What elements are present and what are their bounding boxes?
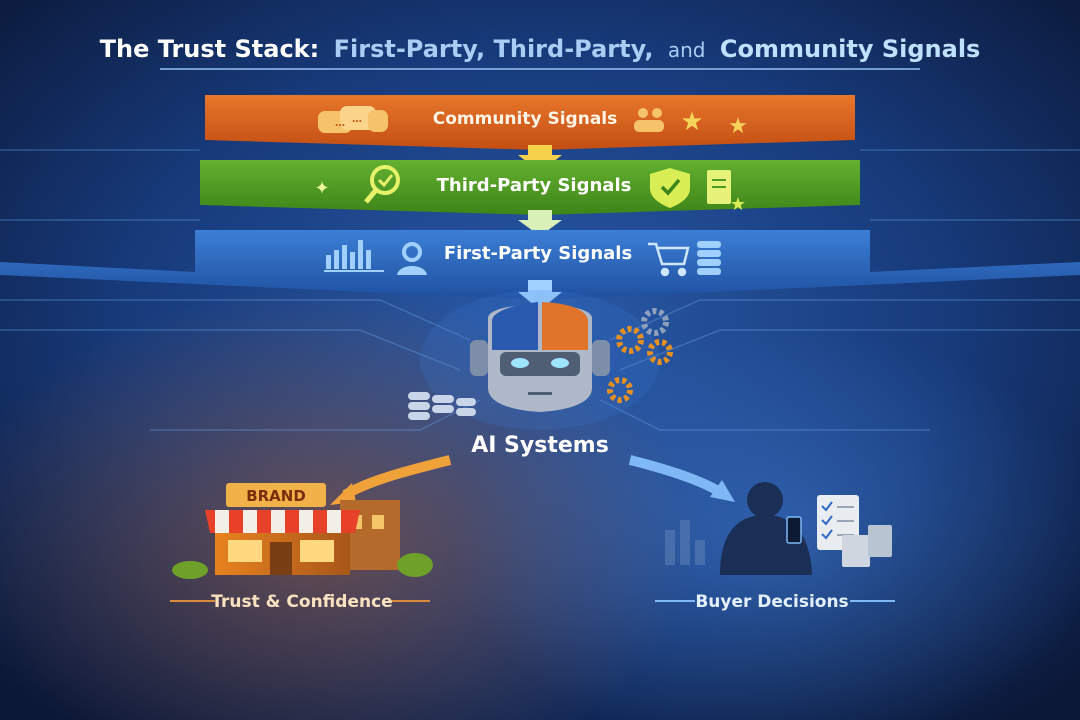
layer-third-party-signals: ✦ Third-Party Signals ★ [200, 160, 860, 215]
title-lead: The Trust Stack: [100, 35, 320, 63]
star-icon: ★ [728, 114, 748, 139]
brand-sign: BRAND [246, 487, 306, 505]
arrow-right-curve [628, 455, 723, 497]
circuit-lines [0, 149, 1080, 431]
svg-text:…: … [335, 118, 345, 129]
layer-first-party-signals: First-Party Signals [0, 230, 1080, 300]
person-phone-icon [665, 482, 892, 575]
arrow-down-icon [518, 210, 562, 236]
ai-systems-label: AI Systems [471, 433, 609, 458]
svg-text:The Trust Stack: First-P: The Trust Stack: First-Party, Third-Part… [100, 35, 981, 63]
arrow-down-icon [518, 145, 562, 172]
database-icon [697, 241, 721, 275]
layer-community-signals: …… Community Signals ★ ★ [205, 95, 855, 150]
page-title: The Trust Stack: First-Party, Third-Part… [100, 35, 981, 70]
trust-confidence-label: Trust & Confidence [211, 592, 392, 612]
shield-check-icon [650, 168, 690, 208]
chat-bubbles-icon: …… [318, 106, 388, 133]
storefront-icon: BRAND [172, 483, 433, 579]
layer-label: Third-Party Signals [437, 175, 632, 196]
people-icon [634, 108, 664, 132]
shopping-cart-icon [648, 242, 690, 277]
robot-head-icon [420, 290, 660, 430]
sparkle-icon: ✦ [314, 178, 329, 199]
svg-text:★: ★ [730, 194, 746, 215]
user-icon [397, 242, 427, 275]
database-icon [408, 392, 476, 420]
gear-icon [607, 308, 673, 403]
document-star-icon: ★ [707, 170, 746, 215]
arrow-down-icon [518, 280, 562, 310]
layer-label: First-Party Signals [444, 243, 632, 264]
buyer-decisions-label: Buyer Decisions [695, 592, 848, 612]
magnifier-check-icon [364, 165, 400, 204]
svg-text:…: … [352, 114, 362, 125]
layer-label: Community Signals [433, 109, 618, 129]
bar-chart-icon [324, 240, 384, 272]
star-icon: ★ [680, 107, 703, 137]
